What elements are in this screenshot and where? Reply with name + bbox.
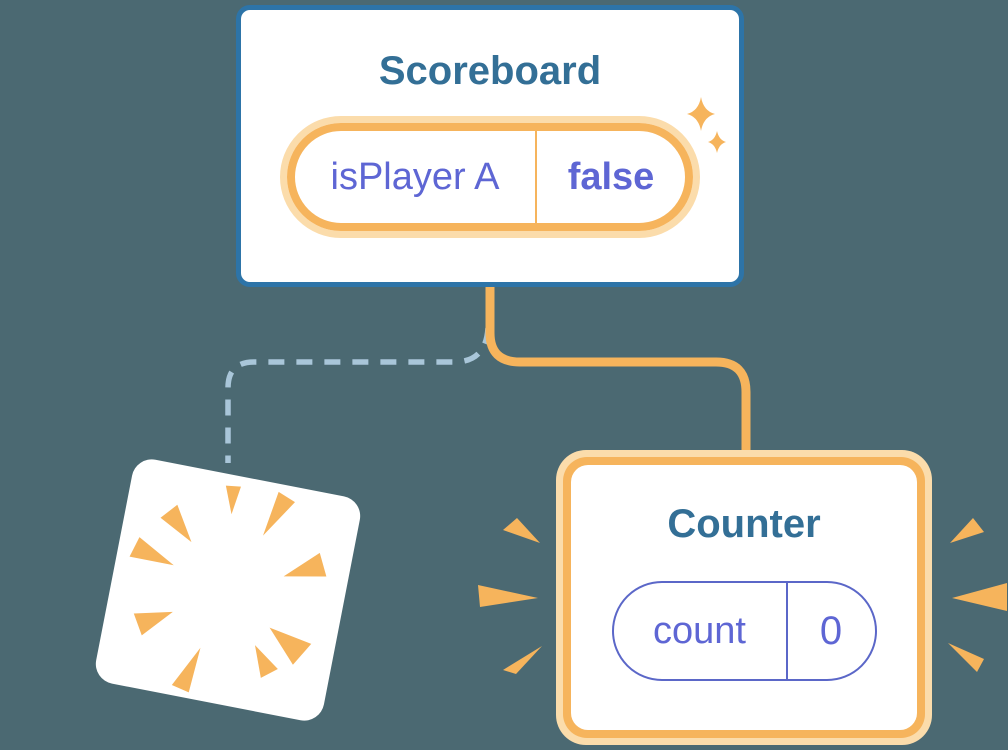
emphasis-marks-left-icon xyxy=(478,518,542,674)
counter-component-card: Counter count 0 xyxy=(556,450,932,745)
scoreboard-pill-divider xyxy=(535,131,537,223)
solid-connector-to-counter xyxy=(485,280,751,458)
counter-card-body: Counter count 0 xyxy=(571,465,917,730)
counter-title: Counter xyxy=(667,502,821,546)
counter-pill-divider xyxy=(785,583,788,679)
scoreboard-state-name: isPlayer A xyxy=(330,155,500,198)
scoreboard-state-value: false xyxy=(567,155,655,198)
scoreboard-title: Scoreboard xyxy=(378,49,602,93)
counter-state-value: 0 xyxy=(819,608,843,653)
scoreboard-component-card: Scoreboard isPlayer A false xyxy=(236,5,744,287)
scoreboard-state-pill-inner: isPlayer A false xyxy=(287,123,693,231)
destroyed-component-card xyxy=(92,455,364,725)
scoreboard-state-pill: isPlayer A false xyxy=(280,116,700,238)
dashed-connector-to-removed-component xyxy=(225,327,491,463)
counter-state-pill: count 0 xyxy=(611,581,877,681)
starburst-icon xyxy=(129,485,327,693)
counter-state-name: count xyxy=(653,609,746,652)
counter-card-border: Counter count 0 xyxy=(563,457,925,738)
emphasis-marks-right-icon xyxy=(948,518,1007,672)
